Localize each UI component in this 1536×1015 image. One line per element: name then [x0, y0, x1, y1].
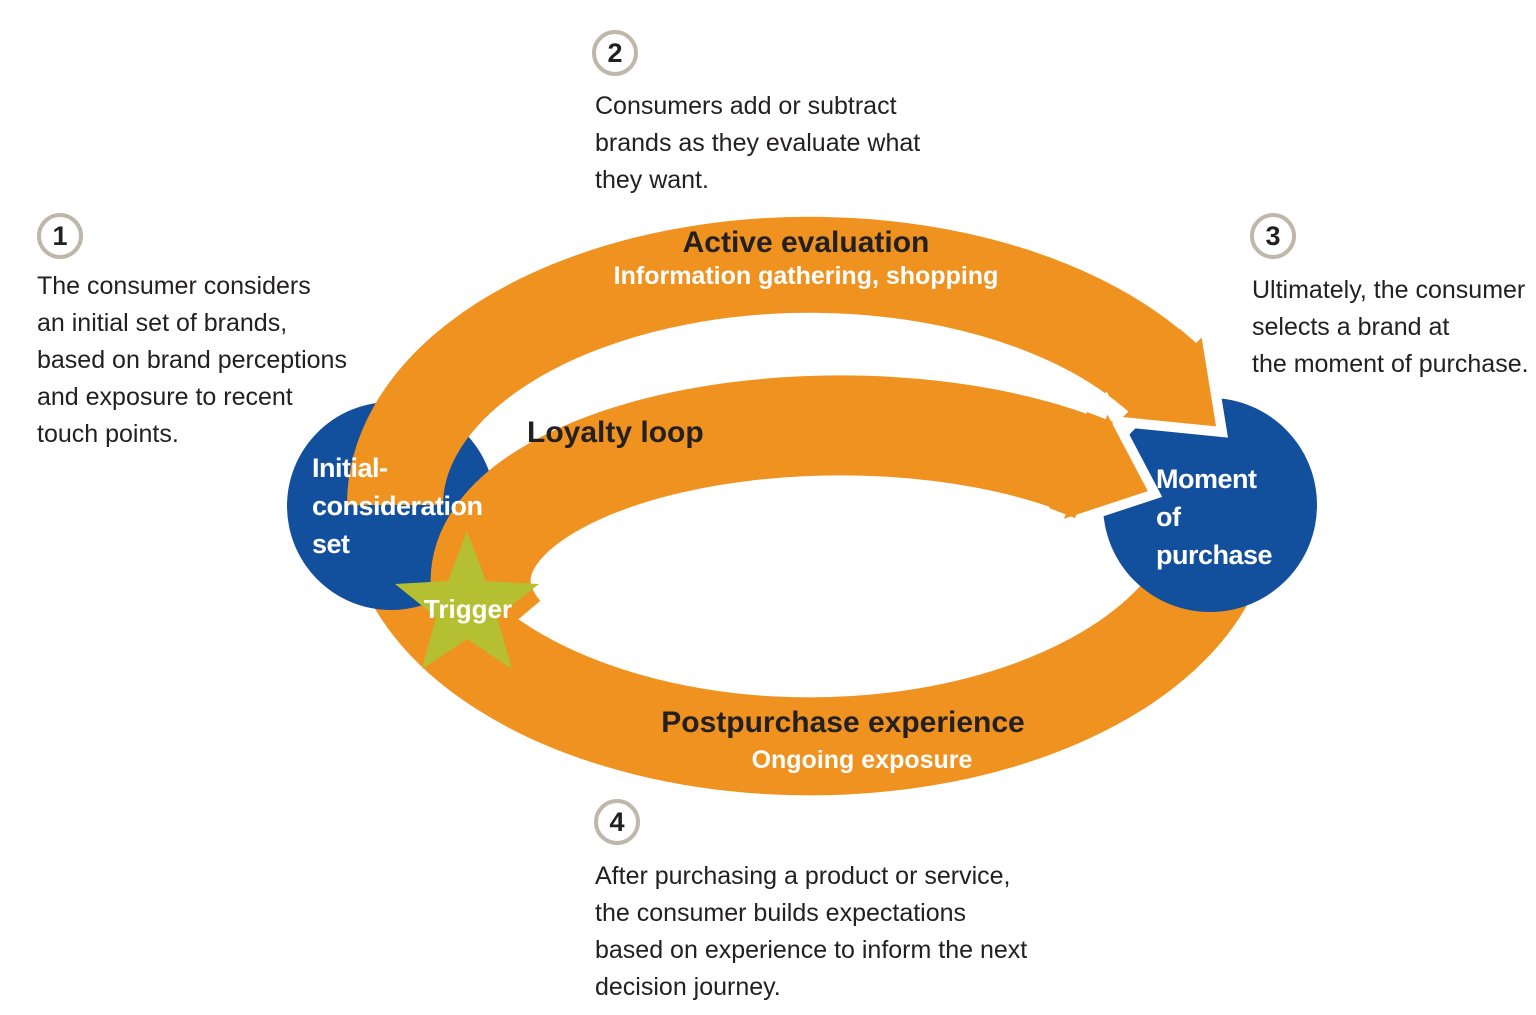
step-4-text: After purchasing a product or service, t… — [595, 862, 1028, 1001]
active-evaluation-title: Active evaluation — [682, 226, 930, 259]
step-1-text: The consumer considers an initial set of… — [37, 272, 347, 448]
loyalty-loop-label: Loyalty loop — [527, 416, 704, 449]
moment-of-purchase-node — [1103, 398, 1317, 612]
step-2-badge: 2 — [592, 30, 638, 76]
active-evaluation-subtitle: Information gathering, shopping — [613, 262, 999, 290]
loyalty-loop-arc — [430, 375, 1099, 666]
postpurchase-title: Postpurchase experience — [661, 706, 1025, 739]
step-2-text: Consumers add or subtract brands as they… — [595, 92, 921, 194]
loyalty-loop-arrow-joint — [1049, 412, 1113, 518]
step-1-badge: 1 — [37, 213, 83, 259]
step-3-badge: 3 — [1250, 213, 1296, 259]
initial-consideration-label: Initial- consideration set — [312, 453, 483, 559]
step-2-number: 2 — [607, 37, 623, 68]
active-evaluation-arc — [347, 216, 1190, 507]
postpurchase-subtitle: Ongoing exposure — [751, 746, 973, 774]
trigger-star-icon — [395, 531, 539, 669]
step-1-number: 1 — [52, 220, 68, 251]
step-3-number: 3 — [1265, 220, 1281, 251]
active-evaluation-arrow-joint — [1116, 329, 1201, 419]
trigger-label: Trigger — [423, 594, 513, 624]
moment-of-purchase-label: Moment of purchase — [1156, 464, 1273, 570]
step-4-number: 4 — [609, 806, 625, 837]
step-4-badge: 4 — [594, 799, 640, 845]
step-3-text: Ultimately, the consumer selects a brand… — [1252, 276, 1529, 378]
